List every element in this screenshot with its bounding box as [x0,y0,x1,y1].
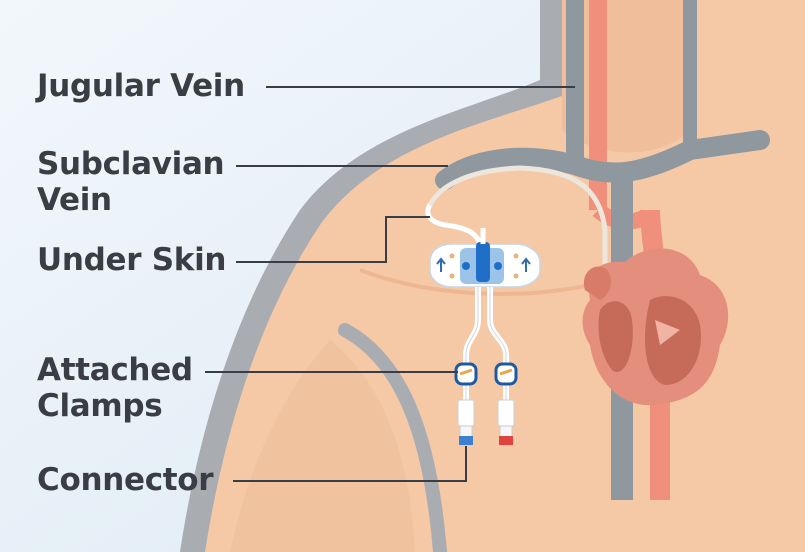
hub-dot-2 [450,274,455,279]
hub-core [476,242,490,282]
hub-dot-4 [514,274,519,279]
connector-left [458,400,474,445]
label-jugular-vein: Jugular Vein [37,68,245,104]
label-connector: Connector [37,462,213,498]
label-subclavian-line1: Subclavian [37,146,224,182]
label-attached-clamps: Attached Clamps [37,352,193,424]
label-connector-text: Connector [37,462,213,498]
label-under-skin: Under Skin [37,242,226,278]
label-subclavian-vein: Subclavian Vein [37,146,224,218]
label-under-skin-text: Under Skin [37,242,226,278]
clamp-right [496,364,516,384]
label-jugular-vein-text: Jugular Vein [37,68,245,104]
label-clamps-line1: Attached [37,352,193,388]
hub-screw-left [462,262,470,270]
hub-dot-3 [514,254,519,259]
connector-right [498,400,514,445]
hub-dot-1 [450,254,455,259]
hub-screw-right [494,262,502,270]
label-subclavian-line2: Vein [37,182,224,218]
clamp-left [456,364,476,384]
label-clamps-line2: Clamps [37,388,193,424]
